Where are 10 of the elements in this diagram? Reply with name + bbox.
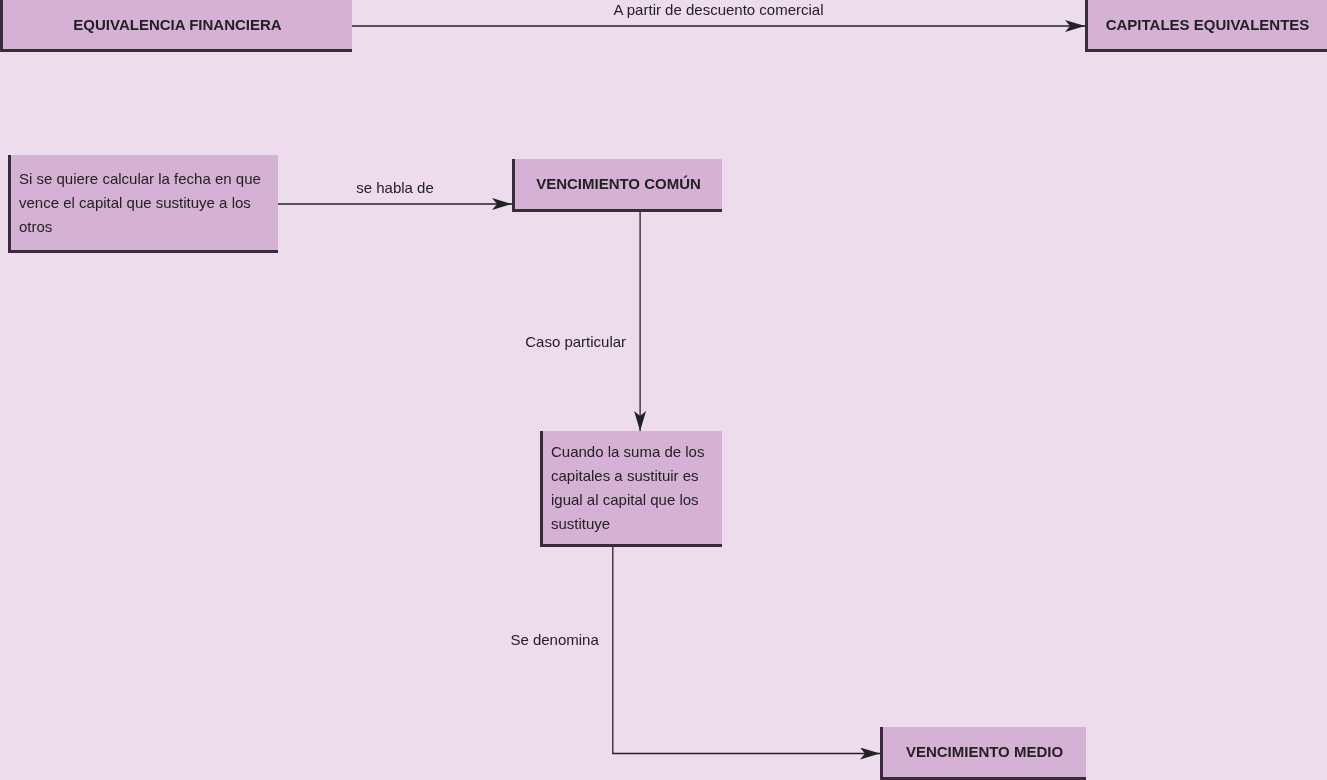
concept-box: CAPITALES EQUIVALENTES bbox=[1085, 0, 1327, 52]
concept-box: VENCIMIENTO MEDIO bbox=[880, 727, 1086, 780]
concept-box: Cuando la suma de los capitales a sustituir es igual al capital que los sustituye bbox=[540, 431, 722, 547]
concept-box: VENCIMIENTO COMÚN bbox=[512, 159, 722, 212]
arrow bbox=[277, 198, 513, 210]
concept-box: EQUIVALENCIA FINANCIERA bbox=[0, 0, 352, 52]
concept-box: Si se quiere calcular la fecha en que vence el capital que sustituye a los otros bbox=[8, 155, 278, 253]
arrow bbox=[634, 211, 647, 432]
arrow bbox=[351, 20, 1086, 32]
arrow bbox=[612, 546, 881, 760]
